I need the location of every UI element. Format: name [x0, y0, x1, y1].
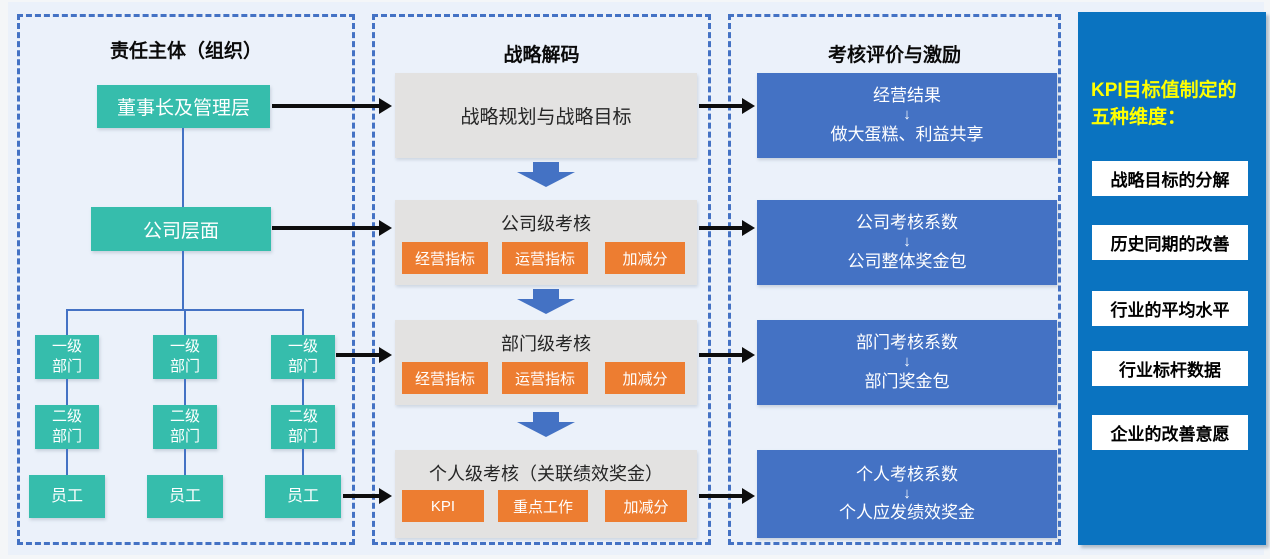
strategy-goal-box: 战略规划与战略目标	[395, 73, 697, 158]
dept-level2-label: 二级部门	[287, 407, 318, 445]
connector-line	[184, 379, 186, 405]
down-arrow-icon: ↓	[903, 353, 911, 371]
result-box-department: 部门考核系数 ↓ 部门奖金包	[757, 320, 1057, 405]
kpi-dimension-item: 行业标杆数据	[1092, 351, 1248, 386]
panel-strategy	[372, 14, 711, 545]
flow-arrow-icon	[699, 347, 755, 363]
result-box-personal: 个人考核系数 ↓ 个人应发绩效奖金	[757, 450, 1057, 538]
panel-responsibility	[17, 14, 355, 545]
flow-arrow-icon	[699, 220, 755, 236]
tag-business-indicator: 经营指标	[402, 242, 488, 274]
connector-line	[182, 251, 184, 309]
connector-line	[66, 309, 68, 335]
dept-level2-label: 二级部门	[169, 407, 200, 445]
result-top-label: 部门考核系数	[856, 333, 958, 353]
connector-line	[302, 449, 304, 475]
employee-box: 员工	[147, 475, 223, 518]
down-arrow-icon: ↓	[903, 233, 911, 251]
connector-line	[66, 379, 68, 405]
tag-kpi: KPI	[402, 490, 484, 522]
tag-bonus-penalty: 加减分	[605, 242, 685, 274]
dept-level2-box: 二级部门	[35, 405, 99, 449]
kpi-dimensions-title: KPI目标值制定的五种维度：	[1091, 80, 1237, 128]
result-bottom-label: 部门奖金包	[864, 371, 950, 391]
result-bottom-label: 做大蛋糕、利益共享	[830, 124, 984, 144]
down-block-arrow-icon	[517, 289, 575, 314]
dept-level2-box: 二级部门	[153, 405, 217, 449]
connector-line	[66, 449, 68, 475]
tag-operation-indicator: 运营指标	[502, 242, 588, 274]
connector-line	[302, 309, 304, 335]
result-bottom-label: 公司整体奖金包	[847, 251, 967, 271]
company-assessment-title: 公司级考核	[501, 214, 591, 234]
kpi-dimension-item: 历史同期的改善	[1092, 225, 1248, 260]
panel-evaluation-title: 考核评价与激励	[827, 45, 961, 66]
company-level-box: 公司层面	[91, 207, 271, 251]
result-bottom-label: 个人应发绩效奖金	[839, 503, 975, 523]
tag-key-work: 重点工作	[498, 490, 588, 522]
result-top-label: 公司考核系数	[856, 213, 958, 233]
tag-bonus-penalty: 加减分	[605, 490, 687, 522]
tag-bonus-penalty: 加减分	[605, 362, 685, 394]
kpi-dimension-item: 行业的平均水平	[1092, 291, 1248, 326]
kpi-dimension-item: 企业的改善意愿	[1092, 415, 1248, 450]
connector-line	[184, 449, 186, 475]
down-arrow-icon: ↓	[903, 484, 911, 502]
flow-arrow-icon	[272, 98, 392, 114]
down-block-arrow-icon	[517, 412, 575, 437]
connector-line	[184, 309, 186, 335]
connector-line	[302, 379, 304, 405]
panel-evaluation	[728, 14, 1061, 545]
panel-strategy-title: 战略解码	[503, 45, 580, 66]
result-top-label: 经营结果	[873, 86, 941, 106]
connector-line	[182, 128, 184, 207]
personal-assessment-title: 个人级考核（关联绩效奖金）	[429, 464, 663, 484]
dept-level1-box: 一级部门	[35, 335, 99, 379]
flow-arrow-icon	[699, 488, 755, 504]
result-top-label: 个人考核系数	[856, 464, 958, 484]
dept-level1-label: 一级部门	[287, 337, 318, 375]
dept-level1-label: 一级部门	[169, 337, 200, 375]
dept-level1-box: 一级部门	[271, 335, 335, 379]
panel-kpi-dimensions: KPI目标值制定的五种维度：	[1078, 12, 1266, 545]
flow-arrow-icon	[336, 347, 392, 363]
dept-level2-box: 二级部门	[271, 405, 335, 449]
flow-arrow-icon	[699, 98, 755, 114]
employee-box: 员工	[265, 475, 341, 518]
kpi-dimension-item: 战略目标的分解	[1092, 161, 1248, 196]
tag-operation-indicator: 运营指标	[502, 362, 588, 394]
employee-box: 员工	[29, 475, 105, 518]
result-box-company: 公司考核系数 ↓ 公司整体奖金包	[757, 200, 1057, 285]
dept-level1-box: 一级部门	[153, 335, 217, 379]
dept-level1-label: 一级部门	[51, 337, 82, 375]
tag-business-indicator: 经营指标	[402, 362, 488, 394]
department-assessment-title: 部门级考核	[501, 334, 591, 354]
down-block-arrow-icon	[517, 162, 575, 187]
down-arrow-icon: ↓	[903, 106, 911, 124]
dept-level2-label: 二级部门	[51, 407, 82, 445]
flow-arrow-icon	[272, 220, 392, 236]
panel-responsibility-title: 责任主体（组织）	[109, 41, 262, 62]
result-box-business: 经营结果 ↓ 做大蛋糕、利益共享	[757, 73, 1057, 158]
flow-arrow-icon	[343, 488, 392, 504]
chairman-box: 董事长及管理层	[97, 85, 270, 128]
